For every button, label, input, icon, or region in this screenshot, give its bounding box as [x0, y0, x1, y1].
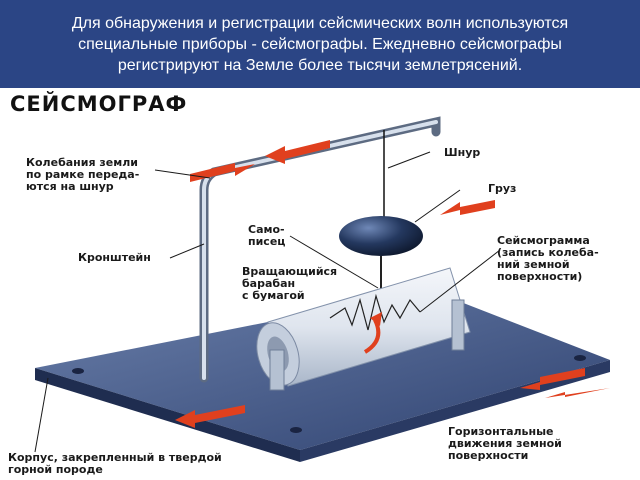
leader-lines — [34, 151, 501, 453]
label-drum: Вращающийся барабан с бумагой — [242, 265, 338, 302]
label-seismogram: Сейсмограмма (запись колеба- ний земной … — [497, 234, 599, 283]
header-line-1: Для обнаружения и регистрации сейсмическ… — [71, 15, 569, 32]
label-recorder: Само- писец — [248, 223, 286, 248]
slide-header: Для обнаружения и регистрации сейсмическ… — [0, 0, 640, 88]
seismogram-trace — [329, 293, 421, 331]
label-base: Корпус, закрепленный в твердой горной по… — [8, 451, 222, 476]
seismograph-illustration — [34, 116, 610, 462]
label-cord: Шнур — [444, 146, 481, 159]
label-bracket: Кронштейн — [78, 251, 151, 264]
label-horizontal-movement: Горизонтальные движения земной поверхнос… — [448, 425, 562, 462]
label-frame: Колебания земли по рамке переда- ются на… — [26, 156, 140, 193]
label-weight: Груз — [488, 182, 517, 195]
drum — [256, 267, 471, 391]
rotation-arrow — [363, 319, 381, 354]
diagram-title: СЕЙСМОГРАФ — [10, 92, 188, 116]
weight-ball — [339, 216, 423, 256]
header-line-2: специальные приборы - сейсмографы. Ежедн… — [78, 36, 562, 53]
header-line-3: регистрируют на Земле более тысячи земле… — [117, 57, 523, 74]
